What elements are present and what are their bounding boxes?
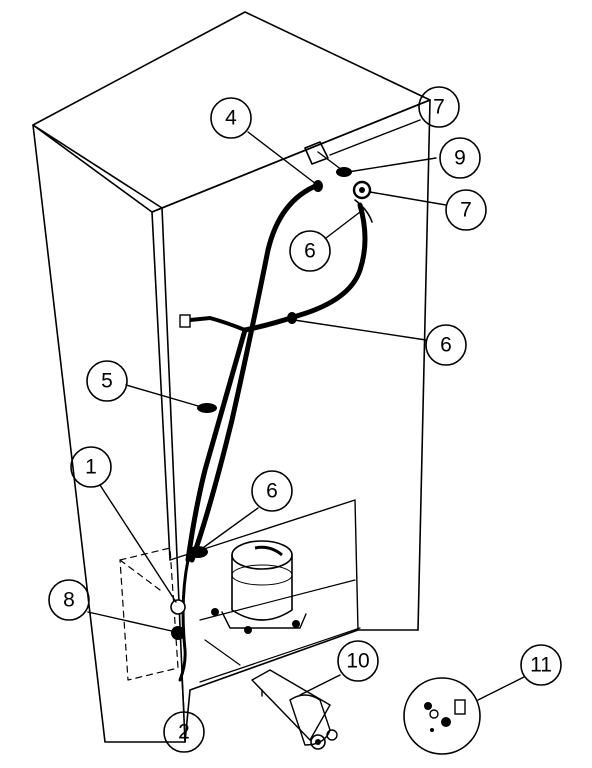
callout-c2: 2 — [163, 711, 205, 753]
callout-c9: 9 — [439, 137, 481, 179]
callout-label: 7 — [460, 199, 472, 222]
leader-lines — [87, 119, 525, 713]
compressor — [211, 540, 307, 634]
callout-label: 6 — [440, 334, 452, 357]
refrigerator-cabinet — [32, 11, 431, 743]
callout-label: 6 — [266, 480, 278, 503]
callout-label: 11 — [530, 654, 552, 677]
callout-label: 2 — [178, 721, 190, 744]
callout-c6c: 6 — [251, 470, 293, 512]
callout-label: 6 — [304, 240, 316, 263]
callout-label: 9 — [454, 147, 466, 170]
callout-c10: 10 — [337, 640, 379, 682]
callout-c7b: 7 — [445, 189, 487, 231]
part-11-inset — [403, 677, 481, 755]
part-10-bracket — [251, 669, 338, 750]
top-fittings — [304, 141, 373, 223]
callout-label: 10 — [346, 650, 369, 673]
callout-c11: 11 — [520, 644, 562, 686]
callout-c4: 4 — [210, 97, 252, 139]
callout-c7a: 7 — [418, 86, 460, 128]
compressor-compartment — [119, 499, 359, 681]
callout-c6b: 6 — [425, 324, 467, 366]
callout-c1: 1 — [70, 446, 112, 488]
callout-label: 1 — [85, 456, 97, 479]
callout-c8: 8 — [48, 579, 90, 621]
callout-label: 8 — [63, 589, 75, 612]
wire-harness — [170, 180, 368, 682]
callout-c6a: 6 — [289, 230, 331, 272]
callout-label: 4 — [225, 107, 237, 130]
callout-label: 5 — [101, 370, 113, 393]
callout-label: 7 — [433, 96, 445, 119]
callout-c5: 5 — [86, 360, 128, 402]
